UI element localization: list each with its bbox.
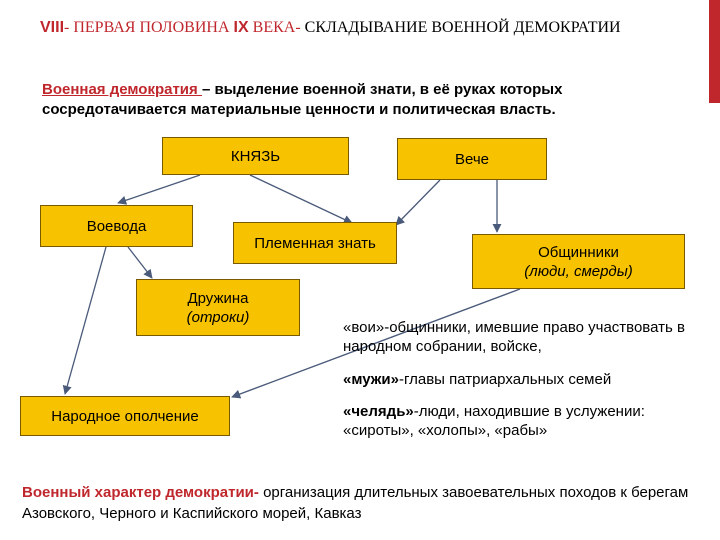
- note-chelyad: «челядь»-люди, находившие в услужении: «…: [343, 402, 715, 440]
- arrow-veche-znat: [395, 179, 441, 226]
- note-chelyad-text: -люди, находившие в услужении: «сироты»,…: [343, 403, 645, 439]
- node-obshchinniki-label: Общинники: [538, 243, 619, 261]
- note-muzhi-term: «мужи»: [343, 371, 399, 388]
- summary: Военный характер демократии- организация…: [22, 482, 702, 524]
- node-veche-label: Вече: [454, 150, 489, 168]
- arrow-knyaz-znat: [249, 174, 353, 224]
- note-muzhi: «мужи»-главы патриархальных семей: [343, 370, 713, 389]
- summary-term: Военный характер демократии-: [22, 484, 259, 501]
- node-obshchinniki-sub: (люди, смерды): [524, 262, 633, 280]
- title-part-2: ВЕКА: [248, 19, 296, 36]
- node-druzhina-label: Дружина: [187, 289, 249, 307]
- definition-text: – выделение военной знати, в её руках ко…: [42, 81, 563, 118]
- node-plemennaya-znat: Племенная знать: [233, 222, 397, 264]
- node-druzhina: Дружина(отроки): [136, 279, 300, 336]
- node-opolchenie: Народное ополчение: [20, 396, 230, 436]
- node-druzhina-sub: (отроки): [186, 308, 250, 326]
- node-voevoda: Воевода: [40, 205, 193, 247]
- node-knyaz-label: КНЯЗЬ: [230, 147, 281, 165]
- arrow-knyaz-voevoda: [117, 174, 201, 205]
- page-title: VIII- ПЕРВАЯ ПОЛОВИНА IX ВЕКА- СКЛАДЫВАН…: [40, 18, 640, 37]
- arrow-voevoda-druzhina: [127, 246, 153, 279]
- note-voi-text: -общинники, имевшие право участвовать в …: [343, 319, 685, 355]
- node-voevoda-label: Воевода: [86, 217, 147, 235]
- node-knyaz: КНЯЗЬ: [162, 137, 349, 175]
- node-plemennaya-znat-label: Племенная знать: [254, 234, 376, 252]
- note-chelyad-term: «челядь»: [343, 403, 414, 420]
- note-muzhi-text: -главы патриархальных семей: [398, 371, 612, 388]
- title-century-8: VIII: [40, 19, 65, 36]
- title-dash: -: [295, 19, 305, 36]
- title-part-1: - ПЕРВАЯ ПОЛОВИНА: [64, 19, 234, 36]
- note-voi: «вои»-общинники, имевшие право участвова…: [343, 318, 713, 356]
- title-part-3: СКЛАДЫВАНИЕ ВОЕННОЙ ДЕМОКРАТИИ: [304, 19, 621, 36]
- node-veche: Вече: [397, 138, 547, 180]
- note-voi-term: «вои»: [343, 319, 385, 336]
- node-obshchinniki: Общинники(люди, смерды): [472, 234, 685, 289]
- definition: Военная демократия – выделение военной з…: [42, 80, 682, 120]
- accent-bar: [709, 0, 720, 103]
- title-century-9: IX: [233, 19, 249, 36]
- definition-term: Военная демократия: [42, 81, 202, 98]
- arrow-obshchinniki-opolchenie: [231, 288, 521, 399]
- summary-text: организация длительных завоевательных по…: [22, 484, 689, 522]
- node-opolchenie-label: Народное ополчение: [51, 407, 199, 425]
- arrow-voevoda-opolchenie: [62, 246, 107, 395]
